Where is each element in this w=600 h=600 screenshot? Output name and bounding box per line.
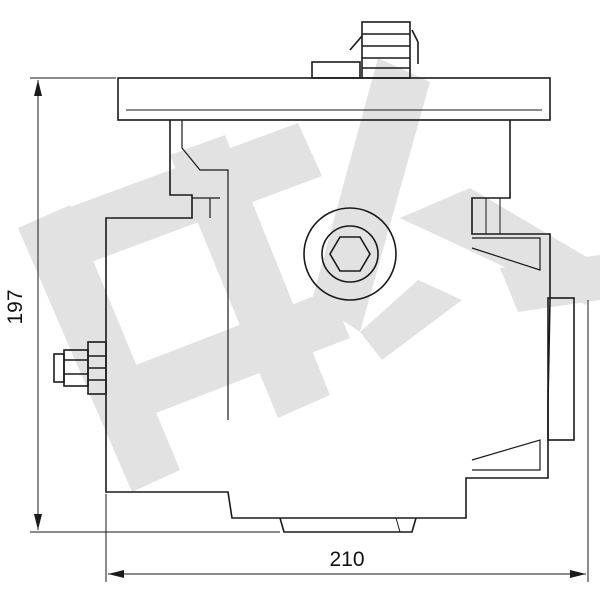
width-dimension-label: 210 [329, 548, 364, 571]
pump-body [53, 21, 575, 533]
watermark-logo [18, 58, 600, 492]
height-dimension-label: 197 [4, 289, 27, 324]
central-boss [303, 207, 397, 301]
hex-plug [329, 236, 371, 272]
width-dimension [105, 300, 589, 582]
left-fitting [53, 341, 107, 395]
height-dimension [30, 77, 280, 533]
top-flange [117, 77, 551, 121]
top-fitting [311, 21, 419, 79]
